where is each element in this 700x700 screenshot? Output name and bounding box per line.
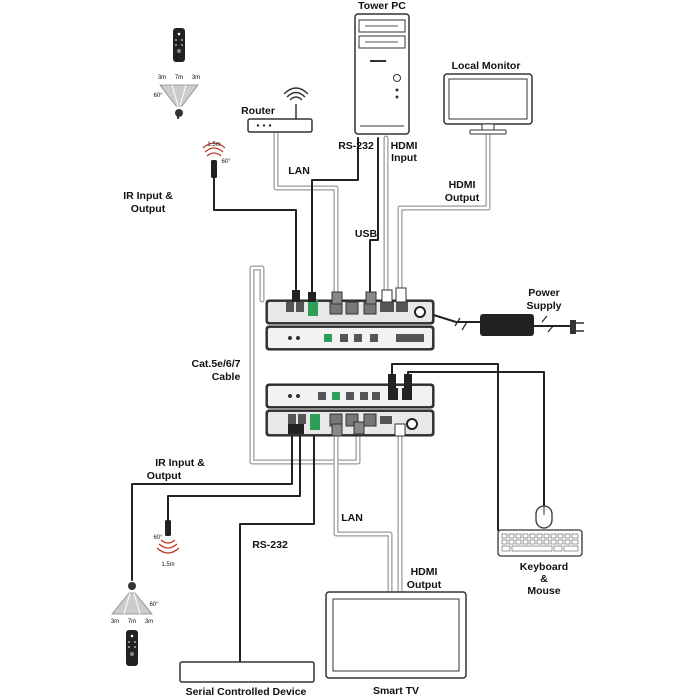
- hdmi-output-top-label-1: HDMI: [449, 179, 476, 191]
- rs232-top-cable: [311, 137, 359, 301]
- usb-label: USB: [355, 228, 378, 240]
- ir-sensor-bottom-dist: 1.5m: [161, 562, 174, 568]
- transmitter-unit: [265, 299, 435, 351]
- hdmi-output-top-label-2: Output: [445, 192, 480, 204]
- remote-control-top: [173, 28, 185, 62]
- router-label: Router: [241, 105, 275, 117]
- ir-bottom-label-1: IR Input &: [155, 457, 205, 469]
- ir-bottom-cable: [131, 419, 293, 581]
- cat-cable-label-1: Cat.5e/6/7: [191, 358, 240, 370]
- ir-range-top: [159, 84, 199, 117]
- keyboard: [497, 529, 583, 557]
- ir-top-label-1: IR Input &: [123, 190, 173, 202]
- ir-top-range-right: 3m: [192, 75, 200, 81]
- ir-top-range-mid: 7m: [175, 75, 183, 81]
- lan-top-cable: [273, 129, 339, 303]
- keyboard-label-3: Mouse: [527, 585, 560, 597]
- local-monitor: [443, 73, 533, 135]
- power-supply-label-2: Supply: [526, 300, 561, 312]
- rs232-bottom-label: RS-232: [252, 539, 288, 551]
- tower-pc: [354, 13, 410, 135]
- receiver-unit: [265, 383, 435, 437]
- ir-top-label-2: Output: [131, 203, 166, 215]
- ir-bottom-label-2: Output: [147, 470, 182, 482]
- keyboard-label-1: Keyboard: [520, 561, 568, 573]
- lan-bottom-cable: [333, 417, 393, 595]
- ir-bottom-range-right: 3m: [145, 619, 153, 625]
- transmitter-plugs: [292, 287, 407, 305]
- ir-sensor-top-dist: 1.5m: [207, 142, 220, 148]
- remote-control-bottom: [126, 630, 138, 666]
- power-supply-label-1: Power: [528, 287, 560, 299]
- ir-bottom-range-left: 3m: [111, 619, 119, 625]
- smart-tv: [325, 591, 467, 679]
- smart-tv-label: Smart TV: [373, 685, 419, 697]
- ir-sensor-top-angle: 60°: [221, 159, 231, 165]
- hdmi-output-bottom-label-2: Output: [407, 579, 442, 591]
- keyboard-cable: [391, 363, 499, 531]
- keyboard-label-2: &: [540, 573, 548, 585]
- ir-range-bottom: [111, 582, 153, 615]
- ir-bottom-range-mid: 7m: [128, 619, 136, 625]
- receiver-plugs: [288, 374, 412, 437]
- ir-bottom-range-angle: 60°: [149, 602, 159, 608]
- ir-top-range-angle: 60°: [153, 93, 163, 99]
- hdmi-input-label-2: Input: [391, 152, 417, 164]
- cat-cable-label-2: Cable: [212, 371, 241, 383]
- usb-top-cable: [369, 137, 379, 301]
- hdmi-input-label-1: HDMI: [391, 140, 418, 152]
- power-supply: [454, 314, 584, 336]
- mouse: [535, 505, 553, 529]
- rs232-top-label: RS-232: [338, 140, 374, 152]
- local-monitor-label: Local Monitor: [452, 60, 521, 72]
- ir-sensor-bottom-angle: 60°: [153, 535, 163, 541]
- router: [247, 87, 313, 133]
- serial-device-label: Serial Controlled Device: [186, 686, 307, 698]
- ir-bottom-sensor-cable: [167, 419, 301, 523]
- hdmi-output-bottom-label-1: HDMI: [411, 566, 438, 578]
- ir-top-cable: [213, 177, 297, 299]
- serial-controlled-device: [179, 661, 315, 683]
- ir-sensor-top: [202, 142, 226, 178]
- lan-bottom-label: LAN: [341, 512, 363, 524]
- ir-sensor-bottom: [156, 520, 180, 554]
- tower-pc-label: Tower PC: [358, 0, 406, 12]
- ir-top-range-left: 3m: [158, 75, 166, 81]
- rs232-bottom-cable: [239, 419, 315, 663]
- power-cable: [423, 311, 481, 323]
- lan-top-label: LAN: [288, 165, 310, 177]
